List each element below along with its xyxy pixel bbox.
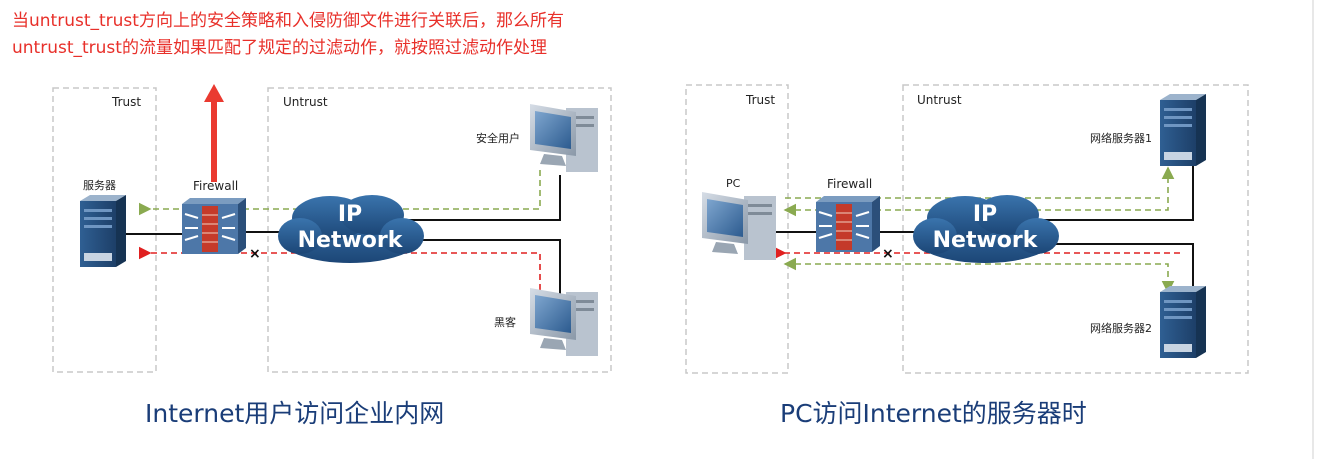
left-network-label-network: Network <box>298 228 404 253</box>
right-web-server-1-icon <box>1160 94 1206 166</box>
right-caption: PC访问Internet的服务器时 <box>780 399 1087 428</box>
right-network-label-network: Network <box>933 228 1039 253</box>
left-hacker-pc-icon <box>530 288 598 356</box>
left-firewall-icon <box>182 198 246 254</box>
left-allowed-flow <box>138 170 541 216</box>
right-firewall-label: Firewall <box>827 177 872 191</box>
left-caption: Internet用户访问企业内网 <box>145 399 445 428</box>
annotation-note: 当untrust_trust方向上的安全策略和入侵防御文件进行关联后，那么所有 … <box>12 8 712 62</box>
left-safe-user-pc-icon <box>530 104 598 172</box>
left-diagram: Trust Untrust × <box>52 84 612 373</box>
annotation-line-2: untrust_trust的流量如果匹配了规定的过滤动作，就按照过滤动作处理 <box>12 38 547 58</box>
left-link-network-hacker <box>400 239 561 295</box>
left-firewall-label: Firewall <box>193 179 238 193</box>
left-trust-label: Trust <box>111 95 141 109</box>
left-ip-network-cloud-icon: IP Network <box>278 195 424 263</box>
left-safe-user-label: 安全用户 <box>476 131 520 145</box>
left-server-icon <box>80 195 126 267</box>
right-firewall-icon <box>816 196 880 252</box>
right-link-network-server-2 <box>1040 243 1194 290</box>
right-trust-label: Trust <box>745 93 775 107</box>
right-pc-label: PC <box>726 177 741 190</box>
right-web-server-1-label: 网络服务器1 <box>1090 131 1152 145</box>
annotation-line-1: 当untrust_trust方向上的安全策略和入侵防御文件进行关联后，那么所有 <box>12 11 564 31</box>
right-pc-icon <box>702 192 776 260</box>
left-hacker-label: 黑客 <box>494 315 516 329</box>
right-untrust-zone <box>902 84 1249 374</box>
right-network-label-ip: IP <box>973 202 997 227</box>
right-ip-network-cloud-icon: IP Network <box>913 195 1059 263</box>
right-block-mark-icon: × <box>882 246 894 262</box>
left-blocked-flow <box>138 246 541 300</box>
left-server-label: 服务器 <box>83 179 116 192</box>
left-untrust-zone <box>267 87 612 373</box>
right-web-server-2-icon <box>1160 286 1206 358</box>
left-untrust-label: Untrust <box>283 95 328 109</box>
left-network-label-ip: IP <box>338 202 362 227</box>
right-link-network-server-1 <box>1040 160 1194 221</box>
left-trust-zone <box>52 87 157 373</box>
right-untrust-label: Untrust <box>917 93 962 107</box>
right-trust-zone <box>685 84 789 374</box>
annotation-arrow-icon <box>204 84 224 182</box>
right-flow-to-server-1 <box>783 166 1175 217</box>
left-link-network-safe-user <box>400 175 561 221</box>
right-web-server-2-label: 网络服务器2 <box>1090 321 1152 335</box>
left-block-mark-icon: × <box>249 246 261 262</box>
right-diagram: Trust Untrust × PC <box>685 84 1249 374</box>
right-flow-to-server-2 <box>783 257 1175 294</box>
